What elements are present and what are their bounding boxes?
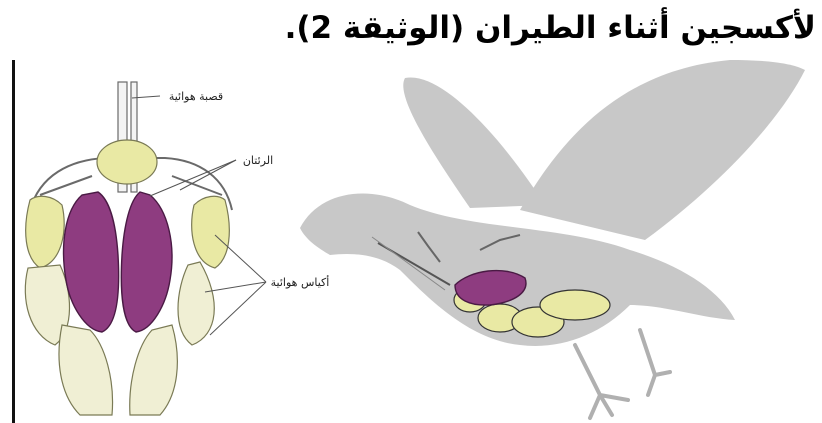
lung-right (121, 192, 172, 332)
bird-silhouette (300, 60, 805, 418)
label-trachea: قصبة هوائية (169, 90, 223, 103)
air-sac-anterior-left (26, 196, 65, 268)
air-sac-anterior-right (192, 196, 230, 268)
air-sac-clavicular (97, 140, 157, 184)
anatomy-drawing: قصبة هوائية الرئتان أكياس هوائية (25, 82, 329, 415)
lung-left (64, 192, 119, 332)
label-lungs: الرئتان (243, 154, 273, 167)
label-air-sacs: أكياس هوائية (271, 275, 330, 289)
